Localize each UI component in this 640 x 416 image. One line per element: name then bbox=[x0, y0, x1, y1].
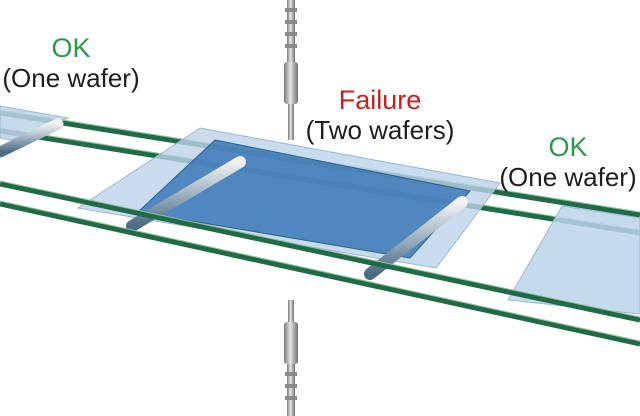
rail-front-top-edge bbox=[0, 180, 640, 318]
label-center-status: Failure bbox=[338, 85, 422, 115]
sensor-upper bbox=[284, 0, 298, 140]
label-center-description: (Two wafers) bbox=[305, 114, 455, 145]
label-right-status: OK bbox=[548, 132, 588, 162]
front-rails bbox=[0, 180, 640, 347]
label-left-status: OK bbox=[51, 33, 91, 63]
sensor-lower bbox=[284, 300, 298, 416]
rail-front-bottom-edge bbox=[0, 200, 640, 342]
rail-front-bottom bbox=[0, 201, 640, 347]
label-left: OK (One wafer) bbox=[0, 33, 142, 93]
label-center: Failure (Two wafers) bbox=[300, 85, 460, 145]
label-right: OK (One wafer) bbox=[496, 132, 640, 192]
wafer-right bbox=[507, 205, 640, 315]
roller-left bbox=[0, 118, 64, 158]
rail-front-top bbox=[0, 181, 640, 323]
label-left-description: (One wafer) bbox=[2, 62, 140, 93]
label-right-description: (One wafer) bbox=[499, 161, 637, 192]
roller-center-right bbox=[364, 196, 468, 280]
wafer-left bbox=[0, 105, 70, 141]
